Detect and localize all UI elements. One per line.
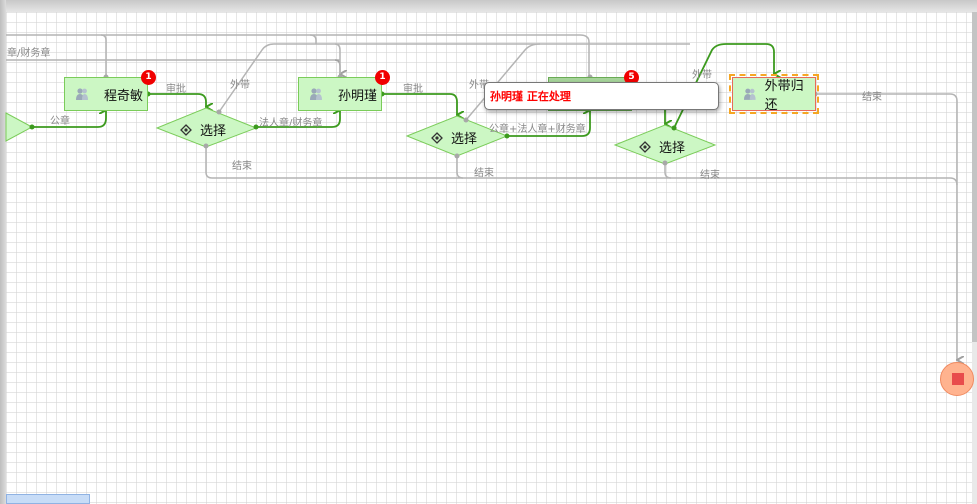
task-node-2[interactable]: 孙明瑾 <box>298 77 382 111</box>
edge-label: 公章 <box>50 116 70 127</box>
task-node-1[interactable]: 程奇敏 <box>64 77 148 111</box>
edge-waidai2 <box>465 43 541 121</box>
edge-all-seals <box>507 110 590 137</box>
edge-label: 法人章/财务章 <box>259 118 323 129</box>
edge-label: 结束 <box>700 170 720 181</box>
status-tooltip: 孙明瑾 正在处理 <box>484 82 719 110</box>
task-node-4[interactable]: 外带归还 <box>732 77 816 113</box>
decision-label-1: 选择 <box>180 120 226 139</box>
edge-label: 外带 <box>469 80 489 91</box>
edge-label: 结束 <box>474 168 494 179</box>
decision-text: 选择 <box>659 141 686 156</box>
edge-top-loop-3 <box>310 34 590 77</box>
edge-label: 外带 <box>230 80 250 91</box>
edge-shenpi1 <box>148 93 206 107</box>
edge-shenpi2 <box>382 93 457 115</box>
users-icon <box>76 88 88 100</box>
task-badge-3: 5 <box>624 70 639 85</box>
task-label: 孙明瑾 <box>338 88 378 104</box>
edge-label: 外带 <box>692 70 712 81</box>
selection-outline <box>729 74 819 114</box>
edge-jieshu2 <box>456 156 464 179</box>
task-badge-1: 1 <box>141 70 156 85</box>
edge-jieshu4 <box>815 93 957 360</box>
window-top-shadow <box>0 0 977 12</box>
edge-waidai1 <box>218 43 341 113</box>
task-label: 程奇敏 <box>104 88 144 104</box>
edge-jieshu3 <box>664 163 672 179</box>
start-node[interactable] <box>5 112 34 142</box>
tooltip-text: 孙明瑾 正在处理 <box>490 90 571 103</box>
task-badge-2: 1 <box>375 70 390 85</box>
edge-label: 审批 <box>166 84 186 95</box>
stop-icon <box>952 373 964 385</box>
edge-label: 结束 <box>232 161 252 172</box>
decision-text: 选择 <box>451 132 478 147</box>
edge-top-loop-2 <box>101 34 317 44</box>
decision-label-3: 选择 <box>639 137 685 156</box>
edge-waidai3 <box>673 43 774 129</box>
window-left-shadow <box>0 0 6 504</box>
edge-label: 公章+法人章+财务章 <box>489 124 586 135</box>
partial-panel[interactable] <box>6 494 90 504</box>
decision-text: 选择 <box>200 124 227 139</box>
task-label: 外带归还 <box>764 79 804 113</box>
gear-icon <box>180 123 192 136</box>
edge-gongzhang <box>32 110 106 128</box>
edge-farenzhang <box>256 110 340 128</box>
decision-label-2: 选择 <box>431 128 477 147</box>
gear-icon <box>639 140 651 153</box>
scrollbar-thumb[interactable] <box>972 12 977 342</box>
users-icon <box>743 88 756 100</box>
edge-label: 章/财务章 <box>7 48 51 59</box>
edge-label: 结束 <box>862 92 882 103</box>
decision-node-3[interactable] <box>613 124 717 165</box>
edge-label: 审批 <box>403 84 423 95</box>
end-node[interactable] <box>940 362 974 396</box>
gear-icon <box>431 131 443 144</box>
edge-jieshu1 <box>205 146 958 186</box>
users-icon <box>310 88 322 100</box>
